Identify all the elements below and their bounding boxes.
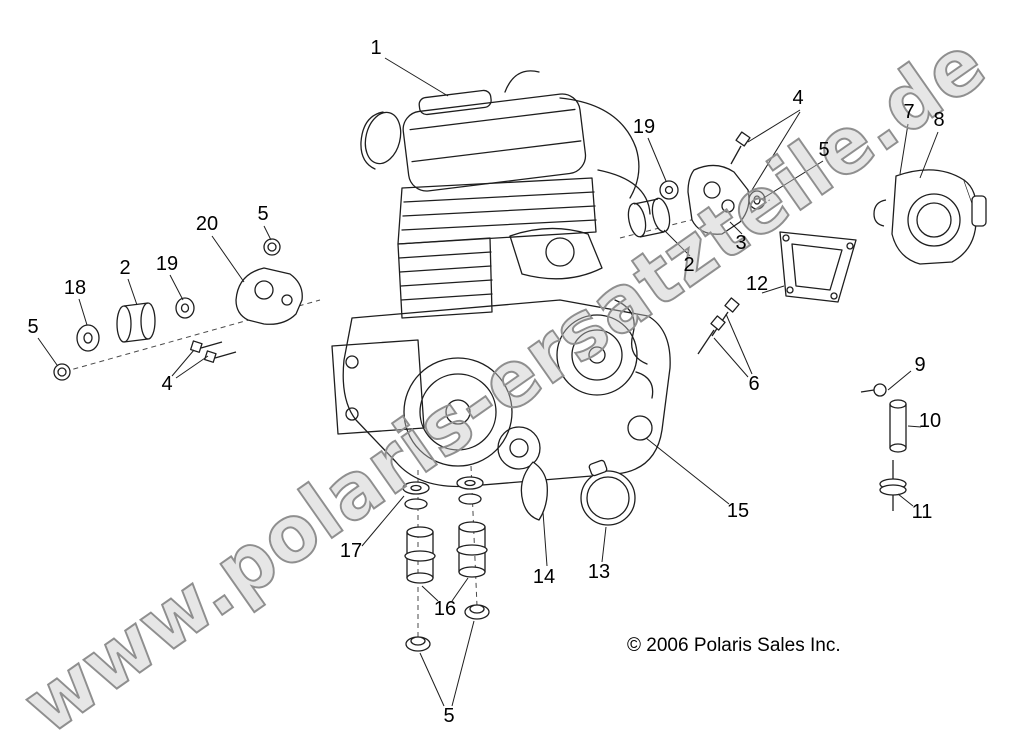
rubber-mount-bottom-1 — [404, 526, 436, 584]
callout-16: 16 — [433, 598, 457, 620]
cup-washer-front — [76, 324, 100, 352]
front-mount-bracket — [235, 267, 303, 325]
intake-boot-drawing — [360, 111, 402, 170]
bolt-engine-2 — [697, 315, 726, 355]
leader-lines — [37, 57, 939, 707]
callout-5-left: 5 — [27, 316, 39, 338]
engine-assembly-drawing — [331, 70, 671, 488]
callout-4-left: 4 — [161, 373, 173, 395]
nut-front-top — [263, 238, 281, 256]
callout-20: 20 — [195, 213, 219, 235]
bolt-front-2 — [204, 350, 237, 363]
callout-3: 3 — [735, 232, 747, 254]
callout-2-left: 2 — [119, 257, 131, 279]
spacer-tube — [889, 399, 907, 453]
callout-5-bottom: 5 — [443, 705, 455, 727]
callout-12: 12 — [745, 273, 769, 295]
callout-10: 10 — [918, 410, 942, 432]
bolt-rear-top — [730, 131, 751, 165]
callout-9: 9 — [914, 354, 926, 376]
callout-18: 18 — [63, 277, 87, 299]
rear-mount-bracket — [687, 164, 750, 235]
copyright-text: © 2006 Polaris Sales Inc. — [627, 635, 841, 656]
flanged-stud — [879, 460, 907, 511]
washers-bottom — [402, 476, 484, 510]
adapter-plate — [779, 231, 857, 303]
callout-14: 14 — [532, 566, 556, 588]
rubber-mount-bottom-2 — [456, 521, 488, 578]
bolt-front-1 — [190, 340, 223, 353]
throttle-body — [891, 169, 987, 265]
washer-rear — [659, 180, 679, 200]
callout-17: 17 — [339, 540, 363, 562]
watermark: www.polaris-ersatzteile.de — [7, 17, 1003, 740]
rubber-mount-rear — [627, 197, 671, 238]
callout-15: 15 — [726, 500, 750, 522]
callout-1: 1 — [370, 37, 382, 59]
callout-5-right: 5 — [818, 139, 830, 161]
callout-2-right: 2 — [683, 254, 695, 276]
callout-13: 13 — [587, 561, 611, 583]
callout-19-top: 19 — [632, 116, 656, 138]
hose-clamp — [580, 459, 636, 526]
flange-nut-bottom-1 — [405, 636, 431, 652]
flange-nut-bottom-2 — [464, 604, 490, 620]
watermark-text: www.polaris-ersatzteile.de — [8, 18, 1002, 740]
intake-boot-lower — [520, 461, 548, 521]
callout-19-left: 19 — [155, 253, 179, 275]
callout-4-right: 4 — [792, 87, 804, 109]
callout-6: 6 — [748, 373, 760, 395]
rubber-mount-front — [116, 302, 156, 343]
washer-front — [175, 297, 195, 319]
nut-front-left — [53, 363, 71, 381]
washer-rear-nut — [748, 190, 766, 210]
detached-parts — [53, 131, 987, 652]
callout-8: 8 — [933, 109, 945, 131]
callout-5-top: 5 — [257, 203, 269, 225]
airbox-drawing — [402, 89, 587, 192]
callout-11: 11 — [911, 501, 933, 523]
callout-7: 7 — [903, 101, 915, 123]
sensor-clip — [873, 199, 887, 227]
screw-small — [860, 383, 887, 397]
